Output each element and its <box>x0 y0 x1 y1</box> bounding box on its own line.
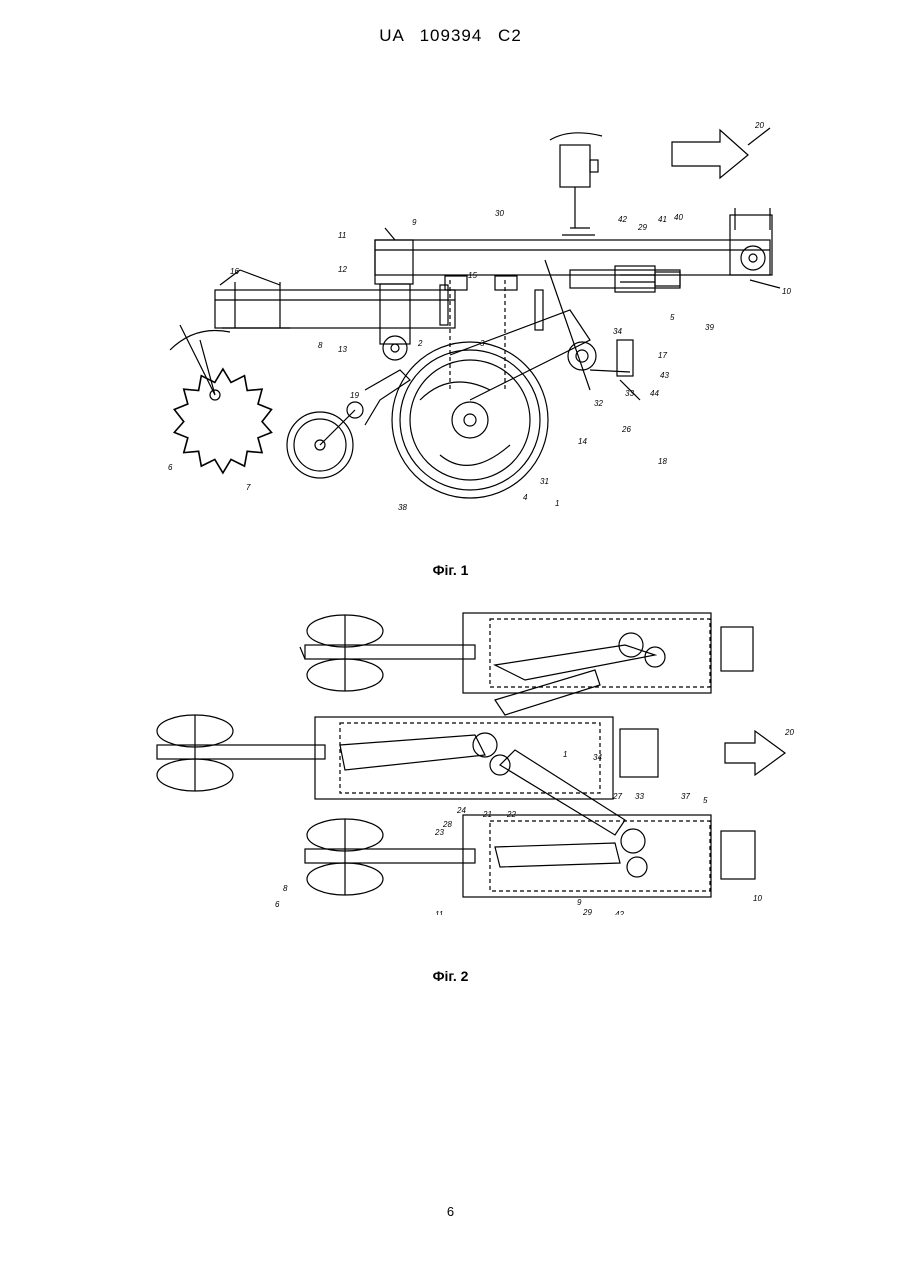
svg-text:8: 8 <box>283 884 288 893</box>
svg-text:19: 19 <box>350 391 359 400</box>
svg-text:14: 14 <box>578 437 587 446</box>
svg-text:41: 41 <box>658 215 667 224</box>
svg-text:29: 29 <box>637 223 647 232</box>
figure-1-svg: 20 9 11 12 16 8 13 2 15 3 30 42 29 41 40… <box>150 100 800 550</box>
svg-text:27: 27 <box>612 792 622 801</box>
direction-arrow-icon <box>672 130 748 178</box>
svg-text:34: 34 <box>613 327 622 336</box>
svg-text:29: 29 <box>582 908 592 915</box>
svg-text:42: 42 <box>615 910 624 915</box>
svg-text:5: 5 <box>703 796 708 805</box>
patent-header: UA 109394 C2 <box>0 26 901 46</box>
svg-text:2: 2 <box>417 339 423 348</box>
svg-text:21: 21 <box>482 810 492 819</box>
svg-text:40: 40 <box>674 213 683 222</box>
svg-text:38: 38 <box>398 503 407 512</box>
svg-text:6: 6 <box>275 900 280 909</box>
svg-text:12: 12 <box>338 265 347 274</box>
svg-text:26: 26 <box>621 425 631 434</box>
svg-text:15: 15 <box>468 271 477 280</box>
svg-text:37: 37 <box>681 792 690 801</box>
svg-text:7: 7 <box>246 483 251 492</box>
svg-text:8: 8 <box>318 341 323 350</box>
svg-text:5: 5 <box>670 313 675 322</box>
svg-text:43: 43 <box>660 371 669 380</box>
svg-text:11: 11 <box>435 910 443 915</box>
svg-text:16: 16 <box>230 267 239 276</box>
svg-text:42: 42 <box>618 215 627 224</box>
svg-text:6: 6 <box>168 463 173 472</box>
svg-text:39: 39 <box>705 323 714 332</box>
svg-text:31: 31 <box>540 477 549 486</box>
svg-text:30: 30 <box>495 209 504 218</box>
svg-text:10: 10 <box>753 894 762 903</box>
svg-text:44: 44 <box>650 389 659 398</box>
svg-text:23: 23 <box>434 828 444 837</box>
svg-text:20: 20 <box>784 728 794 737</box>
figure-2-svg: 20 1 34 24 21 22 28 23 27 33 37 5 8 6 11… <box>145 605 805 915</box>
figure-1-caption: Фіг. 1 <box>0 562 901 578</box>
svg-text:18: 18 <box>658 457 667 466</box>
svg-text:3: 3 <box>480 339 485 348</box>
svg-text:20: 20 <box>754 121 764 130</box>
svg-text:1: 1 <box>563 750 567 759</box>
page-number: 6 <box>0 1204 901 1219</box>
svg-text:9: 9 <box>412 218 417 227</box>
svg-text:24: 24 <box>456 806 466 815</box>
svg-text:17: 17 <box>658 351 667 360</box>
svg-text:4: 4 <box>523 493 528 502</box>
svg-text:1: 1 <box>555 499 559 508</box>
svg-text:9: 9 <box>577 898 582 907</box>
figure-2-drawing: 20 1 34 24 21 22 28 23 27 33 37 5 8 6 11… <box>145 605 805 915</box>
svg-text:11: 11 <box>338 231 346 240</box>
svg-text:33: 33 <box>635 792 644 801</box>
figure-2-caption: Фіг. 2 <box>0 968 901 984</box>
svg-text:33: 33 <box>625 389 634 398</box>
svg-text:10: 10 <box>782 287 791 296</box>
svg-text:34: 34 <box>593 753 602 762</box>
direction-arrow-icon <box>725 731 785 775</box>
svg-text:22: 22 <box>506 810 516 819</box>
svg-text:13: 13 <box>338 345 347 354</box>
figure-1-drawing: 20 9 11 12 16 8 13 2 15 3 30 42 29 41 40… <box>150 100 800 550</box>
svg-text:32: 32 <box>594 399 603 408</box>
